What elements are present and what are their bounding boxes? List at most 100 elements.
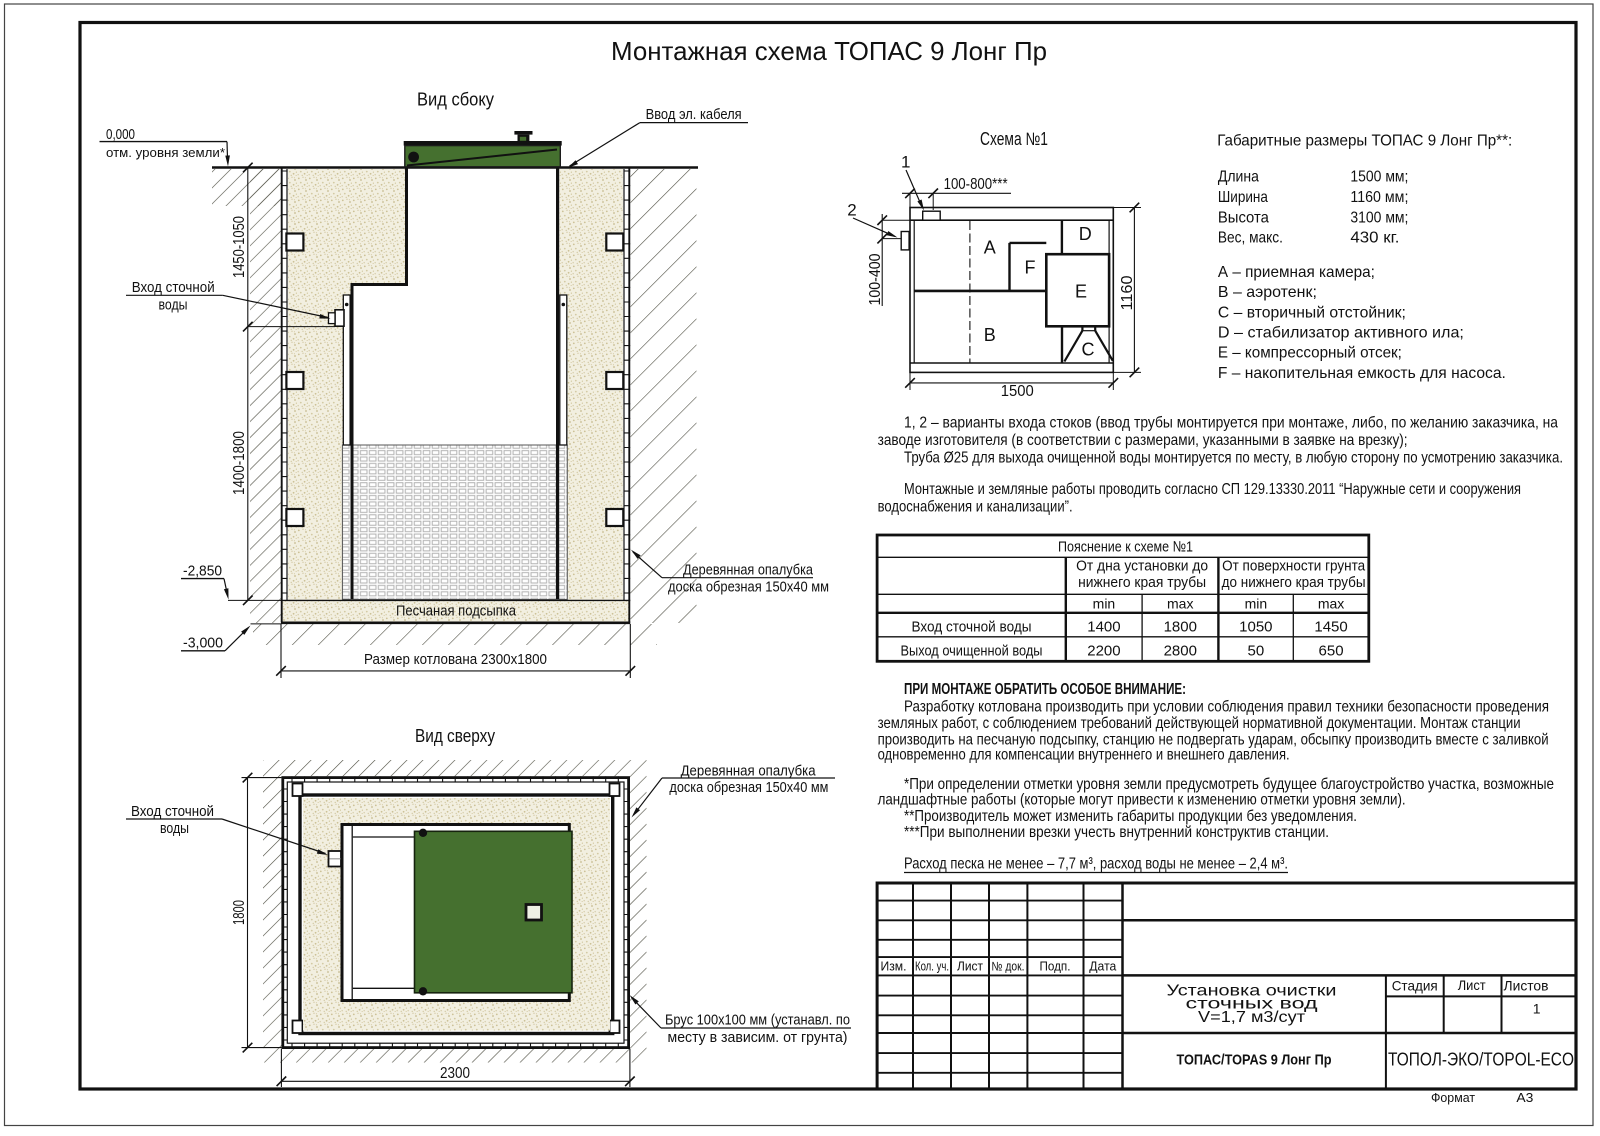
svg-text:земляных работ, с соблюдением: земляных работ, с соблюдением требований… — [878, 715, 1521, 732]
svg-text:Ширина: Ширина — [1218, 189, 1268, 206]
svg-text:D: D — [1079, 224, 1092, 244]
svg-text:От дна установки до: От дна установки до — [1076, 559, 1208, 575]
svg-text:Схема №1: Схема №1 — [980, 129, 1048, 149]
svg-text:ТОПАС/TOPAS 9 Лонг Пр: ТОПАС/TOPAS 9 Лонг Пр — [1177, 1052, 1332, 1069]
svg-text:Деревянная опалубка: Деревянная опалубка — [681, 762, 817, 779]
svg-text:Вход сточной: Вход сточной — [132, 279, 215, 296]
svg-text:доска обрезная 150х40 мм: доска обрезная 150х40 мм — [668, 579, 829, 596]
svg-text:А3: А3 — [1516, 1090, 1533, 1105]
svg-text:100-400: 100-400 — [867, 253, 884, 305]
svg-text:1, 2 – варианты входа стоков: 1, 2 – варианты входа стоков (ввод трубы… — [904, 415, 1558, 432]
svg-text:Песчаная подсыпка: Песчаная подсыпка — [396, 603, 517, 620]
svg-text:производить на песчаную подсып: производить на песчаную подсыпку, станци… — [878, 731, 1549, 748]
svg-text:воды: воды — [160, 820, 189, 837]
svg-text:Изм.: Изм. — [881, 960, 907, 974]
svg-text:-2,850: -2,850 — [183, 563, 222, 580]
svg-text:Лист: Лист — [957, 960, 983, 974]
svg-text:Габаритные размеры ТОПАС 9 Лон: Габаритные размеры ТОПАС 9 Лонг Пр**: — [1217, 133, 1512, 150]
svg-text:1160: 1160 — [1119, 275, 1136, 310]
svg-text:1450-1050: 1450-1050 — [231, 216, 248, 278]
svg-text:100-800***: 100-800*** — [944, 176, 1008, 193]
svg-text:Размер котлована 2300х1800: Размер котлована 2300х1800 — [364, 651, 547, 668]
svg-text:Вход сточной воды: Вход сточной воды — [912, 619, 1032, 636]
svg-text:водоснабжения и канализации”.: водоснабжения и канализации”. — [878, 499, 1073, 516]
svg-text:Вход сточной: Вход сточной — [131, 803, 214, 820]
svg-text:Кол. уч.: Кол. уч. — [915, 960, 949, 974]
svg-text:V=1,7 м3/сут: V=1,7 м3/сут — [1198, 1009, 1306, 1026]
svg-text:2: 2 — [847, 201, 856, 220]
svg-text:1: 1 — [1533, 1001, 1541, 1017]
svg-text:нижнего края трубы: нижнего края трубы — [1078, 575, 1206, 591]
svg-text:2200: 2200 — [1087, 643, 1120, 660]
svg-text:1450: 1450 — [1314, 619, 1347, 636]
svg-text:Длина: Длина — [1218, 169, 1259, 186]
svg-text:2300: 2300 — [440, 1065, 470, 1082]
svg-text:Вид сверху: Вид сверху — [415, 726, 495, 746]
svg-text:650: 650 — [1319, 643, 1344, 660]
svg-text:1160 мм;: 1160 мм; — [1350, 189, 1408, 206]
svg-text:заводе изготовителя (в соответ: заводе изготовителя (в соответствии с ра… — [878, 432, 1408, 449]
svg-text:В: В — [984, 325, 996, 345]
svg-text:min: min — [1245, 596, 1268, 612]
svg-text:С – вторичный отстойник;: С – вторичный отстойник; — [1218, 304, 1406, 321]
svg-text:В – аэротенк;: В – аэротенк; — [1218, 284, 1317, 301]
svg-text:Вид сбоку: Вид сбоку — [417, 90, 494, 110]
svg-text:Листов: Листов — [1504, 978, 1549, 994]
svg-text:Ввод эл. кабеля: Ввод эл. кабеля — [646, 106, 742, 123]
svg-text:Расход песка не менее – 7,7 м³: Расход песка не менее – 7,7 м³, расход в… — [904, 856, 1288, 873]
svg-text:D – стабилизатор активного ила: D – стабилизатор активного ила; — [1218, 324, 1464, 341]
svg-text:F: F — [1025, 258, 1036, 278]
svg-text:-3,000: -3,000 — [183, 635, 223, 652]
svg-text:одновременно для компенсации в: одновременно для компенсации внутреннего… — [878, 747, 1290, 764]
svg-text:ТОПОЛ-ЭКО/TOPOL-ECO: ТОПОЛ-ЭКО/TOPOL-ECO — [1388, 1049, 1574, 1070]
svg-text:ландшафтные работы (которые мо: ландшафтные работы (которые могут привес… — [878, 792, 1406, 809]
svg-text:*При определении отметки уровн: *При определении отметки уровня земли пр… — [904, 776, 1554, 793]
svg-text:50: 50 — [1248, 643, 1265, 660]
svg-text:1500 мм;: 1500 мм; — [1350, 169, 1408, 186]
svg-text:1800: 1800 — [1164, 619, 1197, 636]
svg-text:1: 1 — [901, 153, 910, 172]
svg-text:430 кг.: 430 кг. — [1350, 230, 1399, 247]
svg-text:min: min — [1093, 596, 1116, 612]
svg-text:Высота: Высота — [1218, 209, 1269, 226]
svg-text:1400-1800: 1400-1800 — [231, 431, 248, 495]
svg-text:Выход очищенной воды: Выход очищенной воды — [901, 643, 1043, 660]
svg-text:Вес, макс.: Вес, макс. — [1218, 230, 1283, 247]
svg-text:С: С — [1082, 340, 1095, 360]
svg-text:месту в зависим. от грунта): месту в зависим. от грунта) — [668, 1029, 848, 1046]
svg-text:**Производитель может изменить: **Производитель может изменить габариты … — [904, 808, 1357, 825]
svg-text:1800: 1800 — [231, 900, 248, 925]
svg-text:0,000: 0,000 — [106, 126, 135, 143]
svg-text:Дата: Дата — [1089, 960, 1116, 974]
svg-text:доска обрезная 150х40 мм: доска обрезная 150х40 мм — [669, 779, 828, 796]
svg-text:max: max — [1167, 596, 1193, 612]
svg-text:№ док.: № док. — [992, 960, 1025, 974]
svg-text:Монтажная схема ТОПАС 9 Лонг П: Монтажная схема ТОПАС 9 Лонг Пр — [611, 36, 1047, 66]
svg-text:1050: 1050 — [1239, 619, 1272, 636]
svg-text:отм. уровня земли*: отм. уровня земли* — [106, 145, 225, 160]
svg-text:Формат: Формат — [1431, 1090, 1475, 1105]
svg-text:Деревянная опалубка: Деревянная опалубка — [683, 562, 814, 579]
svg-text:Разработку котлована производи: Разработку котлована производить при усл… — [904, 699, 1549, 716]
svg-text:3100 мм;: 3100 мм; — [1350, 209, 1408, 226]
svg-text:сточных вод: сточных вод — [1186, 996, 1319, 1013]
svg-text:Монтажные и земляные работы пр: Монтажные и земляные работы проводить со… — [904, 481, 1521, 498]
svg-text:***При выполнении врезки учест: ***При выполнении врезки учесть внутренн… — [904, 824, 1329, 841]
svg-text:От поверхности грунта: От поверхности грунта — [1222, 559, 1366, 575]
svg-text:Установка очистки: Установка очистки — [1167, 983, 1337, 1000]
svg-text:Е: Е — [1075, 282, 1087, 302]
svg-text:Стадия: Стадия — [1392, 978, 1438, 994]
svg-text:Пояснение к схеме №1: Пояснение к схеме №1 — [1058, 539, 1193, 556]
svg-text:1500: 1500 — [1001, 383, 1034, 400]
svg-text:ПРИ МОНТАЖЕ ОБРАТИТЬ ОСОБОЕ ВН: ПРИ МОНТАЖЕ ОБРАТИТЬ ОСОБОЕ ВНИМАНИЕ: — [904, 681, 1186, 698]
svg-text:Брус 100х100 мм (устанавл. по: Брус 100х100 мм (устанавл. по — [665, 1012, 850, 1029]
svg-text:2800: 2800 — [1164, 643, 1197, 660]
svg-text:Труба Ø25 для выхода очищенной: Труба Ø25 для выхода очищенной воды монт… — [904, 450, 1563, 467]
svg-text:Лист: Лист — [1458, 977, 1487, 993]
svg-text:1400: 1400 — [1087, 619, 1120, 636]
svg-text:Подп.: Подп. — [1040, 960, 1071, 974]
svg-text:А: А — [984, 238, 996, 258]
svg-text:max: max — [1318, 596, 1344, 612]
svg-text:воды: воды — [159, 297, 188, 314]
svg-text:до нижнего края трубы: до нижнего края трубы — [1222, 575, 1366, 591]
